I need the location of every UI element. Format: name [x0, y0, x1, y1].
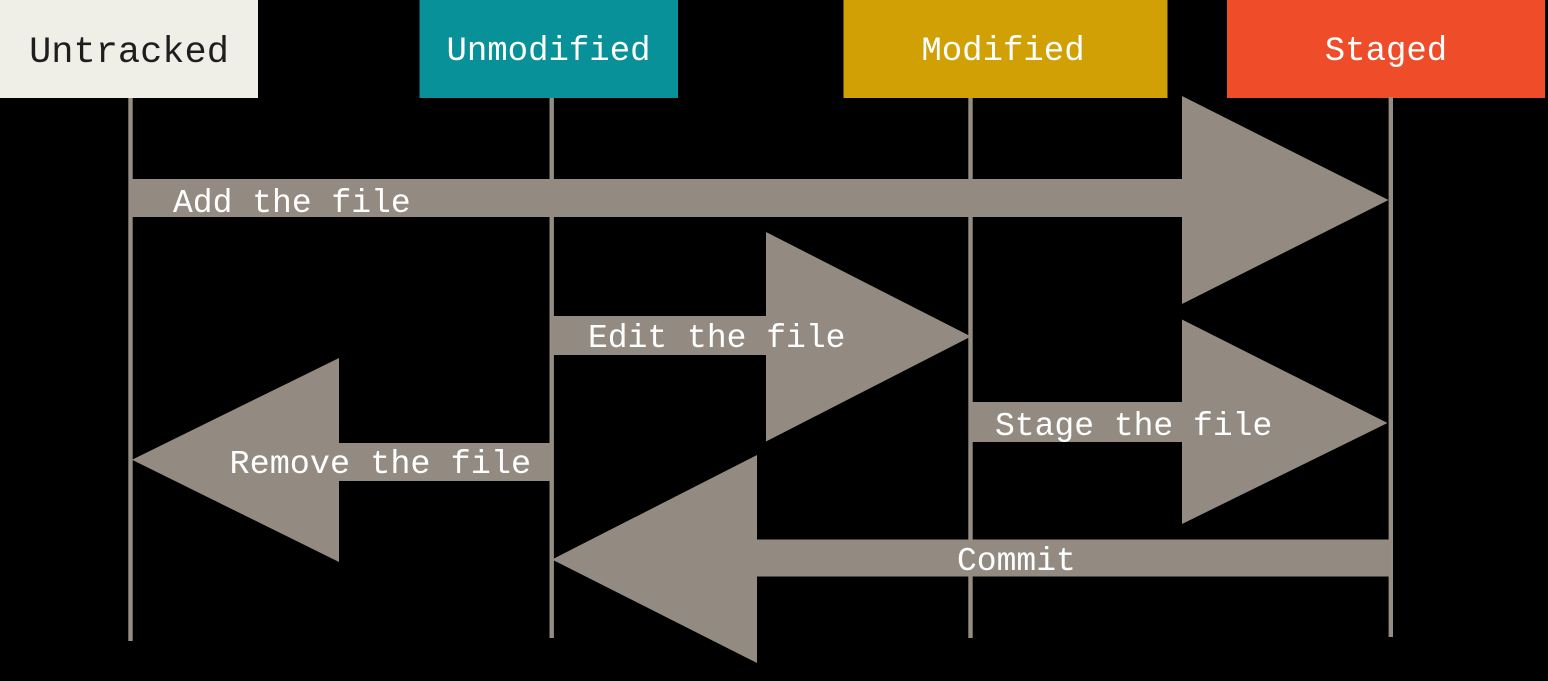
svg-text:Edit the file: Edit the file: [588, 320, 845, 357]
svg-text:Staged: Staged: [1325, 33, 1447, 71]
svg-text:Add the file: Add the file: [173, 185, 411, 222]
svg-text:Stage the file: Stage the file: [995, 408, 1272, 445]
svg-text:Modified: Modified: [921, 33, 1084, 71]
svg-text:Unmodified: Unmodified: [446, 33, 650, 71]
svg-text:Commit: Commit: [957, 543, 1076, 580]
svg-text:Remove the file: Remove the file: [230, 446, 532, 484]
svg-text:Untracked: Untracked: [29, 32, 229, 74]
